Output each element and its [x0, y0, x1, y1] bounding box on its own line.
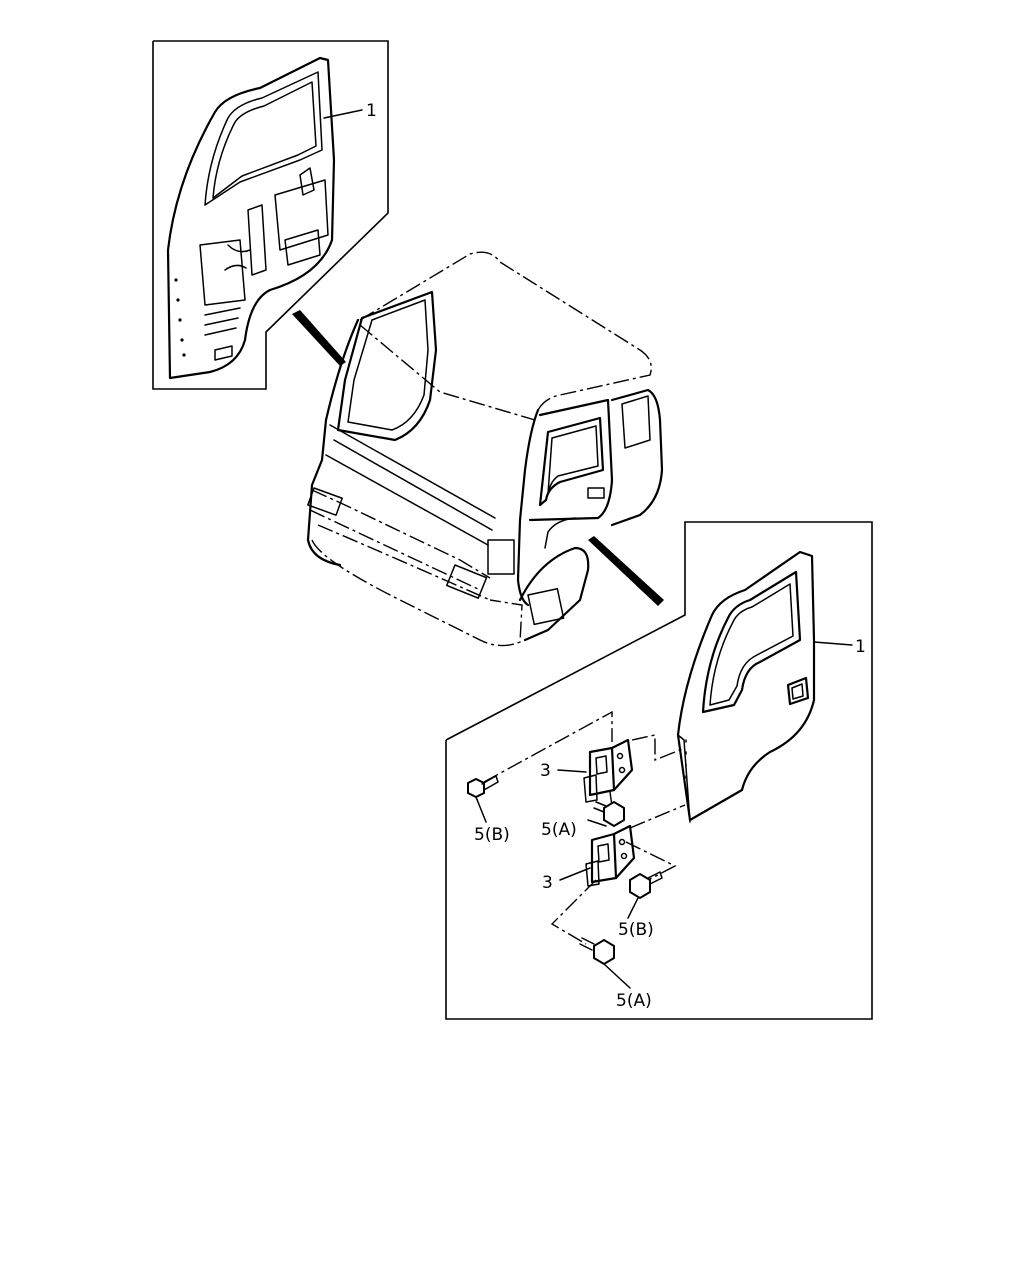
inset-frame-lower [445, 521, 873, 1020]
lower-hinge [585, 824, 636, 887]
callout-right-door: 1 [855, 637, 866, 657]
outer-door-handle [786, 676, 810, 706]
bolt-5b-left [467, 775, 499, 799]
upper-hinge [583, 738, 634, 803]
cab-door-window [538, 416, 605, 507]
bolt-5a-bottom [579, 937, 615, 966]
inset-door-inner-panel: 1 [152, 40, 389, 390]
outer-door-window [701, 570, 802, 714]
leader-right-door [813, 641, 853, 646]
callout-lower-hinge: 3 [542, 873, 553, 893]
bolt-5a-upper [593, 800, 625, 828]
inner-door-outline [166, 56, 336, 380]
windshield-frame [336, 290, 438, 442]
cab-door-handle [587, 487, 605, 499]
headlight-left [307, 487, 343, 516]
wheel-arch [518, 546, 590, 642]
cab-side [516, 408, 540, 607]
outer-door-outline [676, 550, 816, 822]
cab-bumper [311, 539, 523, 647]
pointer-wedge-upper [292, 310, 346, 366]
callout-bolt-left: 5(B) [474, 825, 510, 845]
callout-bolt-bottom: 5(A) [616, 991, 652, 1011]
inner-door-window-frame [204, 71, 323, 206]
cab-step [527, 588, 565, 626]
inset-frame-upper [152, 40, 389, 390]
cab-front-pillar [306, 318, 360, 567]
bolt-5b-lower [629, 871, 663, 900]
inset-door-hinge-assembly: 1 [445, 521, 873, 1020]
leader-upper-door [323, 109, 363, 119]
corner-lamp [487, 539, 515, 575]
truck-cab [306, 251, 664, 647]
callout-bolt-upper-mid: 5(A) [541, 820, 577, 840]
callout-bolt-lower-right: 5(B) [618, 920, 654, 940]
callout-upper-door: 1 [366, 101, 377, 121]
pointer-wedge-lower [588, 536, 664, 606]
cab-roof [359, 251, 652, 421]
headlight-right [446, 564, 488, 599]
cab-grille [309, 489, 491, 601]
callout-upper-hinge: 3 [540, 761, 551, 781]
